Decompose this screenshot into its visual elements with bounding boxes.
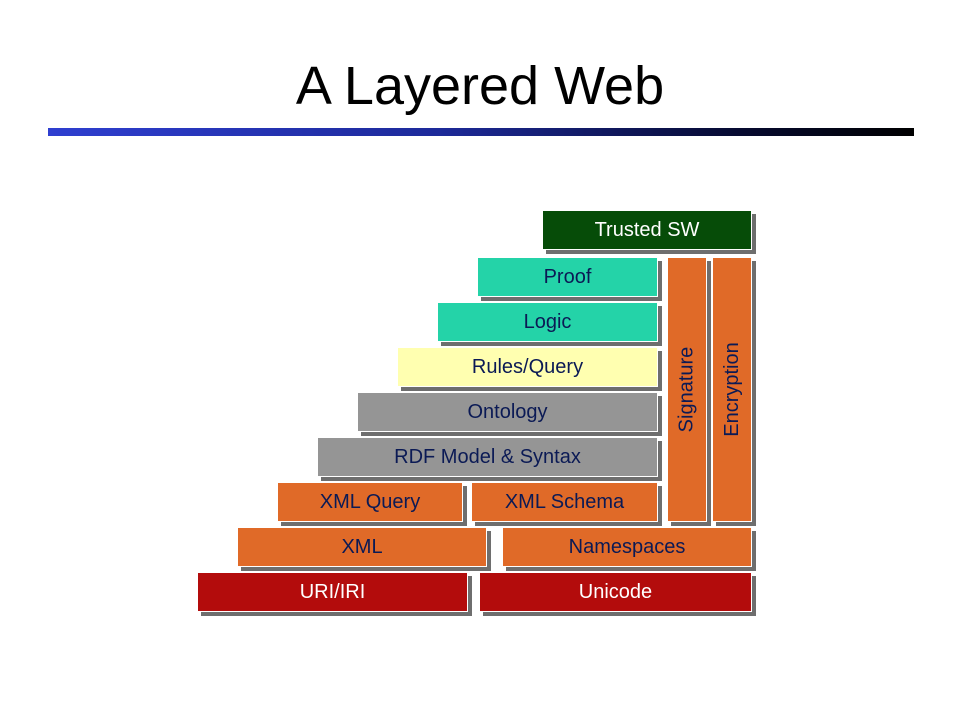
- layer-xml-query-label: XML Query: [319, 490, 421, 513]
- layer-ontology: Ontology: [357, 392, 658, 432]
- layer-unicode-label: Unicode: [578, 580, 653, 603]
- layer-namespaces-label: Namespaces: [568, 535, 686, 558]
- layer-logic-label: Logic: [523, 310, 572, 333]
- layer-signature: Signature: [667, 257, 707, 522]
- layer-signature-label: Signature: [675, 346, 698, 433]
- layer-logic: Logic: [437, 302, 658, 342]
- layer-xml-label: XML: [341, 535, 383, 558]
- layer-rdf: RDF Model & Syntax: [317, 437, 658, 477]
- layer-rdf-label: RDF Model & Syntax: [394, 445, 581, 468]
- layer-trusted-sw: Trusted SW: [542, 210, 752, 250]
- layer-xml-schema: XML Schema: [471, 482, 658, 522]
- layer-proof: Proof: [477, 257, 658, 297]
- layer-xml: XML: [237, 527, 487, 567]
- layer-xml-query: XML Query: [277, 482, 463, 522]
- layer-unicode: Unicode: [479, 572, 752, 612]
- layer-xml-schema-label: XML Schema: [504, 490, 625, 513]
- layer-proof-label: Proof: [543, 265, 592, 288]
- layer-uri-iri-label: URI/IRI: [299, 580, 366, 603]
- title-underline: [48, 128, 914, 136]
- layer-rules-query-label: Rules/Query: [471, 355, 584, 378]
- layer-rules-query: Rules/Query: [397, 347, 658, 387]
- layer-namespaces: Namespaces: [502, 527, 752, 567]
- slide-title: A Layered Web: [295, 56, 665, 116]
- layer-trusted-sw-label: Trusted SW: [594, 218, 700, 241]
- layer-encryption: Encryption: [712, 257, 752, 522]
- layer-ontology-label: Ontology: [467, 400, 548, 423]
- layer-encryption-label: Encryption: [720, 342, 743, 437]
- layer-uri-iri: URI/IRI: [197, 572, 468, 612]
